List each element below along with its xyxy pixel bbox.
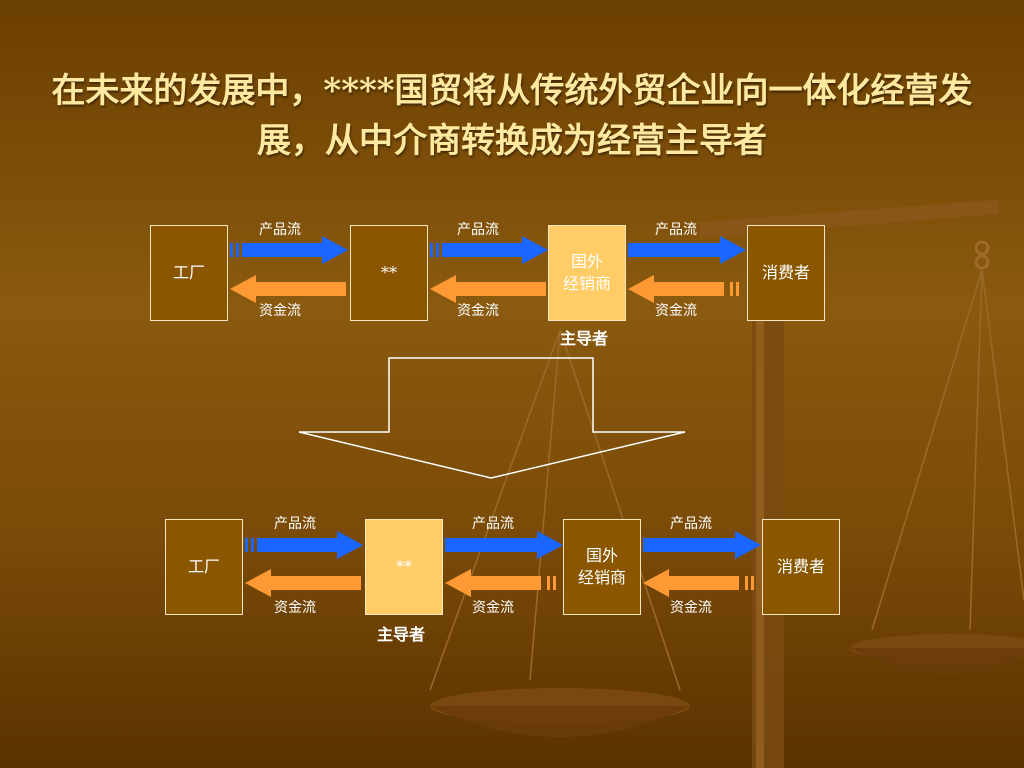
capital-flow-arrow [628, 275, 739, 303]
capital-flow-label: 资金流 [274, 600, 316, 616]
product-flow-arrow [245, 531, 363, 559]
product-flow-label: 产品流 [274, 516, 316, 532]
node-company: ** [350, 225, 428, 321]
capital-flow-arrow [230, 275, 346, 303]
node-label: ** [396, 557, 412, 576]
node-label: 国外 经销商 [577, 546, 626, 587]
product-flow-arrow [445, 531, 563, 559]
transition-down-arrow [298, 357, 686, 479]
capital-flow-label: 资金流 [670, 600, 712, 616]
capital-flow-arrow [445, 569, 556, 597]
slide-title: 在未来的发展中，****国贸将从传统外贸企业向一体化经营发展，从中介商转换成为经… [51, 71, 973, 161]
capital-flow-label: 资金流 [457, 303, 499, 319]
product-flow-label: 产品流 [457, 222, 499, 238]
product-flow-arrow [643, 531, 761, 559]
product-flow-label: 产品流 [259, 222, 301, 238]
product-flow-arrow [628, 236, 746, 264]
product-flow-label: 产品流 [472, 516, 514, 532]
node-label: ** [381, 263, 397, 282]
capital-flow-arrow [245, 569, 361, 597]
node-consumer: 消费者 [747, 225, 825, 321]
node-label: 国外 经销商 [562, 252, 611, 293]
product-flow-arrow [230, 236, 348, 264]
node-company: ** [365, 519, 443, 615]
capital-flow-label: 资金流 [655, 303, 697, 319]
product-flow-label: 产品流 [655, 222, 697, 238]
capital-flow-label: 资金流 [472, 600, 514, 616]
node-label: 工厂 [187, 557, 220, 576]
node-factory: 工厂 [165, 519, 243, 615]
capital-flow-arrow [643, 569, 754, 597]
capital-flow-arrow [430, 275, 546, 303]
node-foreign-dealer: 国外 经销商 [548, 225, 626, 321]
capital-flow-label: 资金流 [259, 303, 301, 319]
node-label: 消费者 [761, 263, 810, 282]
leader-label: 主导者 [559, 329, 608, 348]
node-label: 消费者 [776, 557, 825, 576]
node-label: 工厂 [172, 263, 205, 282]
product-flow-label: 产品流 [670, 516, 712, 532]
node-foreign-dealer: 国外 经销商 [563, 519, 641, 615]
node-factory: 工厂 [150, 225, 228, 321]
leader-label: 主导者 [376, 625, 425, 644]
product-flow-arrow [430, 236, 548, 264]
node-consumer: 消费者 [762, 519, 840, 615]
